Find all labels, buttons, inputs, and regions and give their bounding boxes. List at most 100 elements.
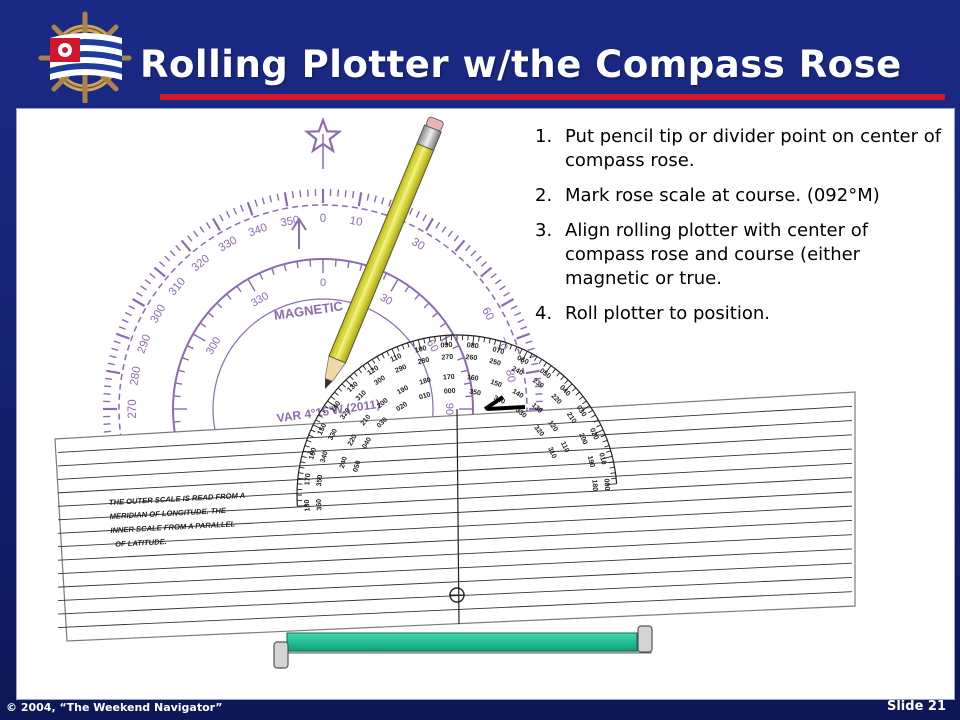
protractor-tick [552,368,556,374]
rose-inner-label: 30 [378,292,395,309]
plotter-ruling [57,519,853,561]
protractor-tick [519,348,523,354]
protractor-tick [330,396,336,400]
plotter-ruling [57,505,853,548]
instruction-item: 4. Roll plotter to position. [535,302,945,326]
rose-outer-tick [118,325,126,330]
rose-inner-tick [432,312,439,318]
rose-inner-tick [457,357,465,361]
rose-outer-tick [480,266,493,278]
rose-outer-tick [111,347,119,351]
protractor-label: 170 [302,473,312,486]
protractor-tick [514,346,518,352]
protractor-tick [353,372,358,377]
protractor-label: 020 [588,426,601,441]
rose-inner-tick [359,263,363,272]
protractor-label: 340 [320,450,330,463]
protractor-label: 350 [469,388,482,397]
rose-outer-tick [415,210,421,218]
rose-outer-tick [219,214,224,222]
protractor-tick [434,336,436,342]
rose-outer-tick [199,226,205,233]
rose-outer-tick [470,250,477,257]
protractor-tick [609,466,615,469]
protractor-tick [396,346,400,352]
protractor-label: 010 [418,391,431,401]
protractor-label: 310 [546,446,557,460]
protractor-tick [582,400,587,405]
protractor-tick [538,359,543,364]
rose-outer-tick [159,261,166,267]
protractor-label: 160 [306,446,318,460]
protractor-tick [560,375,565,381]
protractor-tick [401,344,405,350]
rose-outer-tick [527,347,535,351]
protractor-tick [381,353,385,359]
rose-inner-tick [465,395,473,398]
protractor-label: 020 [395,401,409,413]
rose-outer-tick [503,291,510,297]
rose-outer-tick [269,195,273,203]
rose-inner-tick [173,395,181,398]
rose-inner-tick [404,285,410,293]
protractor-tick [593,429,604,435]
rose-outer-tick [113,340,121,344]
rose-outer-tick [175,245,181,252]
protractor-tick [304,445,310,448]
plotter-ruling [57,591,853,628]
rose-outer-tick [388,199,392,207]
protractor-tick [297,505,308,507]
plotter-ruling [57,420,853,467]
protractor-tick [564,379,569,384]
protractor-label: 040 [361,436,373,450]
rose-outer-tick [408,207,414,215]
rose-outer-tick [514,311,522,317]
protractor-label: 260 [465,354,477,362]
rose-inner-tick [439,322,447,328]
rose-inner-tick [271,267,275,275]
rose-outer-tick [121,318,129,324]
rose-outer-tick [193,230,199,238]
rose-outer-tick [425,217,434,232]
protractor-tick [345,379,354,388]
magnetic-label: MAGNETIC [273,298,344,323]
protractor-tick [606,483,617,485]
protractor-tick [494,339,497,345]
rose-inner-label: 300 [204,335,224,357]
rose-outer-tick [115,332,130,340]
protractor-tick [564,383,573,392]
protractor-tick [575,391,580,396]
protractor-tick [445,335,447,346]
protractor-tick [504,342,507,348]
rose-outer-tick [169,250,176,257]
rose-outer-tick [525,369,540,375]
rose-outer-tick [283,192,289,207]
rose-outer-tick [373,195,377,203]
protractor-tick [318,414,323,418]
rose-outer-tick [261,197,265,205]
rose-outer-tick [454,239,466,252]
protractor-tick [341,383,346,388]
protractor-label: 010 [597,452,609,466]
plotter-rulings [57,405,853,628]
protractor-label: 220 [347,433,359,447]
rose-outer-tick [136,291,143,297]
rose-outer-tick [494,279,502,285]
plotter-ruling [57,562,853,602]
rose-outer-tick [475,255,482,262]
instruction-number: 4. [535,303,553,324]
rose-outer-label: 60 [479,305,496,322]
plotter-ruling [57,548,853,588]
rose-outer-tick [128,305,136,310]
rose-outer-tick [533,377,541,381]
protractor-tick [297,477,308,480]
rose-outer-tick [239,204,244,212]
protractor-tick [571,387,577,392]
protractor-arc [296,334,618,507]
rose-inner-tick [347,261,350,269]
protractor-label: 190 [396,385,410,397]
protractor-tick [296,494,302,496]
flag-icon [50,33,122,80]
course-arrow-icon [483,395,526,411]
protractor-label: 170 [443,374,455,382]
